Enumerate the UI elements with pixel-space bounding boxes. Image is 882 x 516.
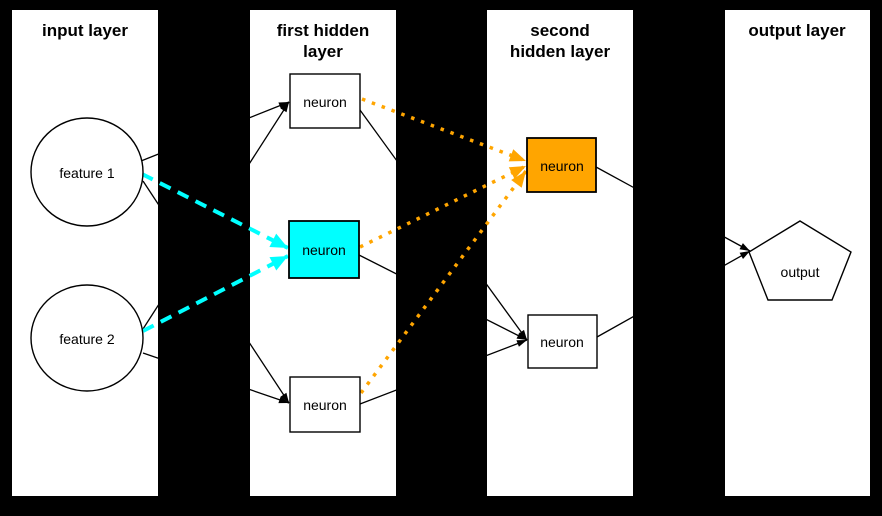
h2-top-neuron-label: neuron [540,158,584,174]
node-h1-bottom [289,376,361,433]
h1-mid-neuron-label: neuron [302,242,346,258]
arrowhead-f1-to-h1top [278,102,289,109]
edge-h1top-to-h2bottom [359,109,528,341]
arrowhead-h2bottom-to-output [739,251,750,259]
second-hidden-layer-title-1: second [530,21,590,40]
edge-h1mid-to-h2bottom [358,254,528,341]
feature2-label: feature 2 [59,331,115,347]
arrowhead-h1mid-to-h2top [508,166,526,179]
node-feature1 [30,117,144,227]
edge-f1-to-h1top [140,101,290,162]
node-output [748,220,852,301]
edge-f2-to-h1top [142,101,290,330]
node-h2-top [526,137,597,193]
h1-bottom-neuron-label: neuron [303,397,347,413]
arrowhead-h2top-to-output [739,243,750,251]
panel-input-layer [12,10,158,496]
node-h2-bottom [527,314,598,369]
edge-f1-to-h1mid [141,172,289,250]
output-node-label: output [780,264,820,280]
edge-f2-to-h1mid [142,254,289,333]
second-hidden-layer-title-2: hidden layer [509,42,611,61]
h1-top-neuron-label: neuron [303,94,347,110]
arrowhead-h1top-to-h2top [508,149,526,162]
input-layer-title: input layer [42,21,128,40]
node-h1-mid [288,220,360,279]
panel-second-hidden-layer [487,10,633,496]
node-feature2 [30,284,144,392]
h2-bottom-neuron-label: neuron [540,334,584,350]
first-hidden-layer-title-2: layer [303,42,343,61]
first-hidden-layer-title-1: first hidden [276,21,370,40]
edge-h2top-to-output [595,166,751,252]
arrowhead-f2-to-h1bottom [278,396,289,404]
arrowhead-h1bottom-to-h2bottom [516,340,527,347]
node-h1-top [289,73,361,129]
arrowhead-f2-to-h1top [280,102,289,113]
arrowhead-h1top-to-h2bottom [518,329,527,340]
arrowhead-h1mid-to-h2bottom [516,332,527,340]
output-layer-title: output layer [748,21,846,40]
arrowhead-f2-to-h1mid [269,256,288,271]
edge-f2-to-h1bottom [142,352,290,404]
edge-h1bottom-to-h2top [359,169,528,395]
edge-h1bottom-to-h2bottom [359,339,528,405]
feature1-label: feature 1 [59,165,115,181]
arrowhead-f1-to-h1mid [269,233,288,248]
arrowhead-h1bottom-to-h2top [511,171,526,188]
arrowhead-f1-to-h1bottom [280,392,289,403]
edge-h2bottom-to-output [596,250,751,338]
